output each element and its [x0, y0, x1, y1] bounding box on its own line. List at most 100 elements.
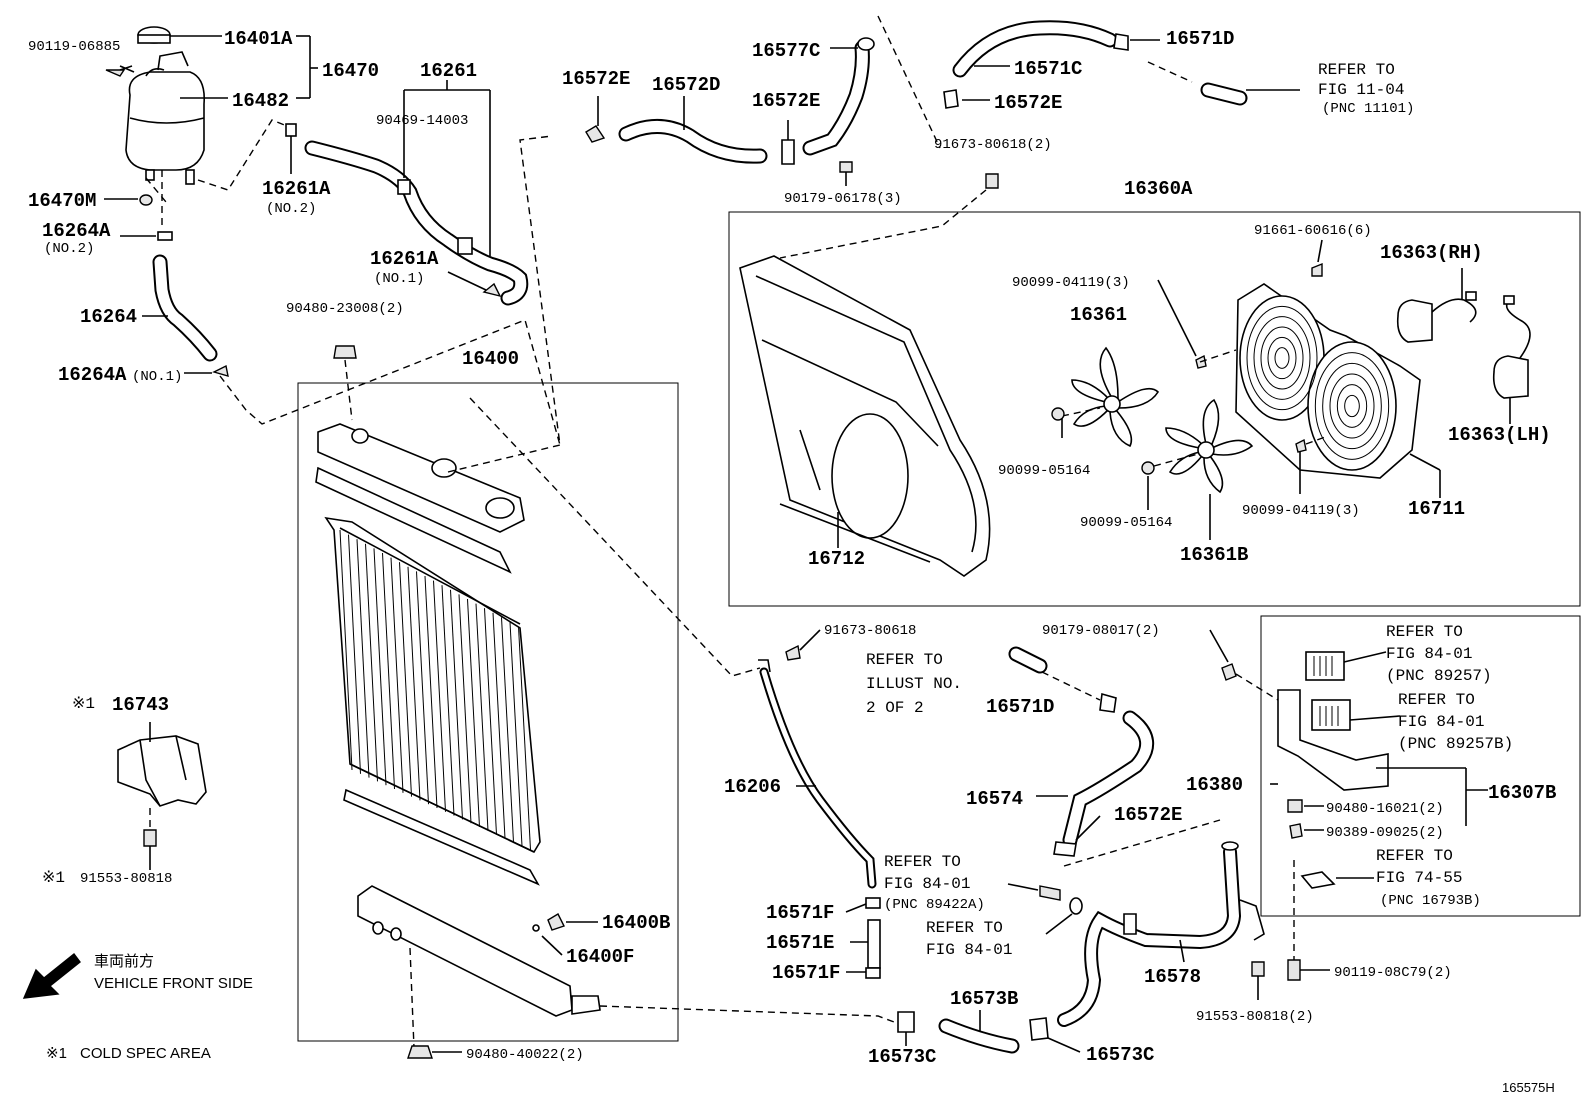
- label-refer-to-6: REFER TO: [884, 853, 961, 871]
- label-91553-80818: 91553-80818: [80, 871, 172, 887]
- label-16572e-d: 16572E: [1114, 804, 1182, 826]
- bolt-91661-60616: [1311, 262, 1323, 277]
- clamp-16573c-b: [1029, 1017, 1049, 1041]
- label-16711: 16711: [1408, 498, 1465, 520]
- bolt-91553-80818: [143, 829, 157, 847]
- motor-16363-rh: [1396, 291, 1477, 343]
- grommet-90480-23008: [333, 345, 357, 359]
- label-16482: 16482: [232, 90, 289, 112]
- cap-16470m: [139, 194, 153, 206]
- label-refer-to-5: REFER TO: [1376, 847, 1453, 865]
- clip-16264a-no2: [157, 231, 173, 241]
- fan-16361: [1071, 346, 1160, 448]
- label-16571f-a: 16571F: [766, 902, 834, 924]
- sensor-89422a: [1039, 885, 1061, 901]
- o-ring-fig84-01: [1069, 897, 1083, 915]
- label-figure-id: 165575H: [1502, 1080, 1555, 1095]
- label-mark1-a: ※1: [72, 695, 95, 713]
- label-fig-84-01-c: FIG 84-01: [884, 875, 970, 893]
- label-16261a-no1: 16261A: [370, 248, 439, 270]
- label-16400b: 16400B: [602, 912, 670, 934]
- label-refer-to-3: REFER TO: [1386, 623, 1463, 641]
- label-16307b: 16307B: [1488, 782, 1556, 804]
- nut-90099-05164-a: [1051, 407, 1065, 421]
- bolt-91673-80618: [785, 644, 801, 661]
- nut-90099-05164-b: [1141, 461, 1155, 475]
- label-16573b: 16573B: [950, 988, 1018, 1010]
- clamp-90469-14003: [397, 179, 411, 195]
- label-16572e-b: 16572E: [752, 90, 820, 112]
- label-16264a-no1: 16264A: [58, 364, 127, 386]
- relay-89257b: [1311, 699, 1351, 731]
- label-16363-rh: 16363(RH): [1380, 242, 1483, 264]
- label-mark1-b: ※1: [42, 869, 65, 887]
- cover-16743: [117, 735, 207, 807]
- relay-89257: [1305, 651, 1345, 681]
- label-16578: 16578: [1144, 966, 1201, 988]
- clamp-16261a: [457, 237, 473, 255]
- clip-16264a-no1: [212, 364, 229, 377]
- label-16361: 16361: [1070, 304, 1127, 326]
- label-no2-a: (NO.2): [44, 241, 94, 257]
- label-16571e: 16571E: [766, 932, 834, 954]
- label-16573c-a: 16573C: [868, 1046, 936, 1068]
- label-90099-05164-a: 90099-05164: [998, 463, 1090, 479]
- label-16577c: 16577C: [752, 40, 820, 62]
- label-90099-05164-b: 90099-05164: [1080, 515, 1172, 531]
- vehicle-front-arrow: [22, 953, 81, 999]
- label-fig-84-01-d: FIG 84-01: [926, 941, 1012, 959]
- label-16743: 16743: [112, 694, 169, 716]
- label-16571d-a: 16571D: [1166, 28, 1234, 50]
- label-90480-40022: 90480-40022(2): [466, 1047, 584, 1063]
- collar-90389-09025: [1289, 823, 1303, 839]
- label-16571f-b: 16571F: [772, 962, 840, 984]
- label-16400f: 16400F: [566, 946, 634, 968]
- label-16206: 16206: [724, 776, 781, 798]
- clamp-16261a-no1: [482, 282, 502, 298]
- drain-cock-16400b: [547, 913, 565, 931]
- nut-90179-08017: [1221, 663, 1237, 681]
- seal-lower: [343, 788, 540, 886]
- fan-shroud-16712: [739, 255, 991, 577]
- label-fig-84-01-a: FIG 84-01: [1386, 645, 1472, 663]
- label-90099-04119-a: 90099-04119(3): [1012, 275, 1130, 291]
- label-16261a-no2: 16261A: [262, 178, 331, 200]
- label-91673-80618: 91673-80618: [824, 623, 916, 639]
- label-90389-09025: 90389-09025(2): [1326, 825, 1444, 841]
- clamp-16572e-d: [1053, 841, 1077, 857]
- label-16573c-b: 16573C: [1086, 1044, 1154, 1066]
- clamp-16572e-b: [781, 139, 795, 165]
- clamp-16571d-b: [1099, 692, 1117, 713]
- label-91673-80618-2: 91673-80618(2): [934, 137, 1052, 153]
- radiator-lower-tank: [357, 885, 601, 1017]
- label-90099-04119-b: 90099-04119(3): [1242, 503, 1360, 519]
- label-16574: 16574: [966, 788, 1023, 810]
- label-91553-80818-2: 91553-80818(2): [1196, 1009, 1314, 1025]
- label-pnc-16793b: (PNC 16793B): [1380, 893, 1481, 909]
- label-no2-b: (NO.2): [266, 201, 316, 217]
- bolt-90179-06178: [839, 161, 853, 173]
- label-16360a: 16360A: [1124, 178, 1193, 200]
- clamp-16571d-a: [1113, 33, 1129, 51]
- bolt-90099-04119-b: [1295, 438, 1307, 453]
- bracket-group-box: [1260, 615, 1581, 917]
- label-16400: 16400: [462, 348, 519, 370]
- bracket-16380: [1277, 689, 1389, 791]
- label-90469-14003: 90469-14003: [376, 113, 468, 129]
- label-refer-to-4: REFER TO: [1398, 691, 1475, 709]
- label-fig-84-01-b: FIG 84-01: [1398, 713, 1484, 731]
- label-16470m: 16470M: [28, 190, 96, 212]
- clamp-16572e-c: [943, 89, 959, 109]
- label-vehicle-front-side: VEHICLE FRONT SIDE: [94, 975, 253, 992]
- label-16572d: 16572D: [652, 74, 720, 96]
- label-cold-spec-area: COLD SPEC AREA: [80, 1045, 211, 1062]
- label-90119-08c79: 90119-08C79(2): [1334, 965, 1452, 981]
- label-16793b: [1300, 871, 1336, 889]
- label-2-of-2: 2 OF 2: [866, 699, 924, 717]
- label-16264: 16264: [80, 306, 137, 328]
- radiator-upper-tank: [317, 423, 525, 533]
- label-pnc-11101: (PNC 11101): [1322, 101, 1414, 117]
- label-16712: 16712: [808, 548, 865, 570]
- label-16470: 16470: [322, 60, 379, 82]
